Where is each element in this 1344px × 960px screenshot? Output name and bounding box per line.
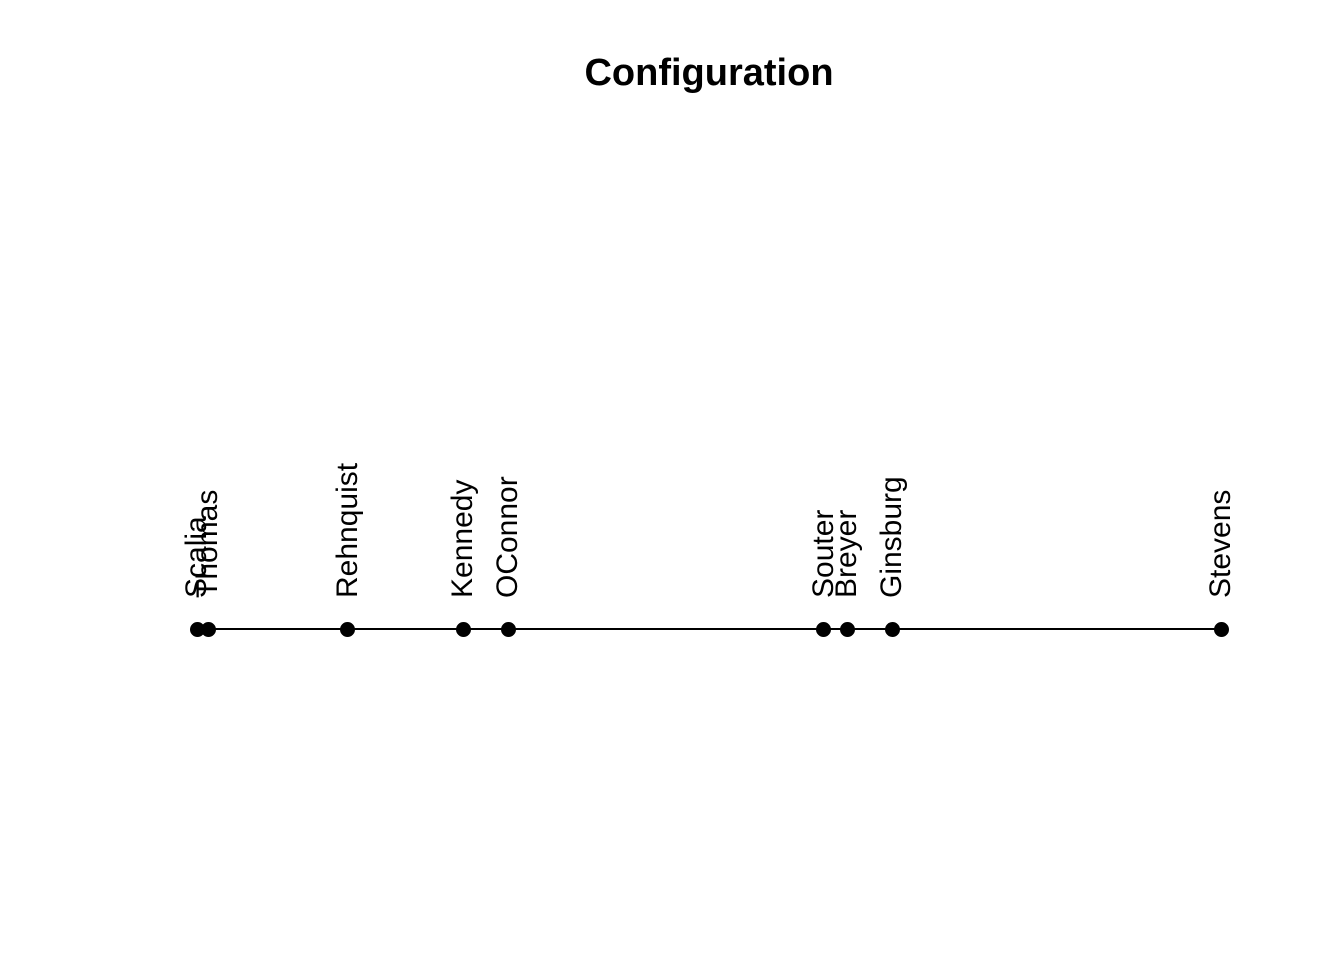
point-label: Ginsburg (875, 476, 909, 598)
data-point (200, 621, 216, 637)
chart-title: Configuration (584, 52, 834, 94)
point-label: Thomas (191, 489, 225, 598)
data-point (455, 621, 471, 637)
point-label: OConnor (491, 476, 525, 598)
point-label: Rehnquist (330, 462, 364, 598)
data-point (884, 621, 900, 637)
data-point (500, 621, 516, 637)
data-point (340, 621, 356, 637)
point-label: Stevens (1204, 489, 1237, 598)
point-label: Breyer (830, 509, 864, 598)
data-point (839, 621, 855, 637)
configuration-line (197, 628, 1221, 630)
point-label: Kennedy (446, 479, 480, 598)
data-point (1213, 621, 1229, 637)
data-point (816, 621, 832, 637)
